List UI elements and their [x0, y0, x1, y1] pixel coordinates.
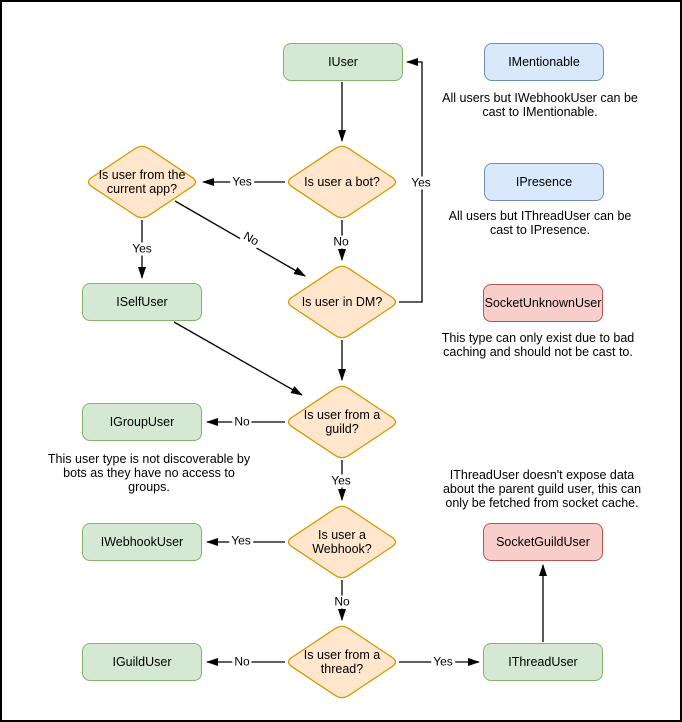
- note-ipresence: All users but IThreadUser can be cast to…: [448, 209, 632, 237]
- edge-label-dm-yes: Yes: [409, 175, 433, 190]
- edge-label-guild-no: No: [232, 414, 252, 429]
- edge-label-thread-no: No: [232, 654, 252, 669]
- decision-is-dm-label: Is user in DM?: [301, 295, 383, 309]
- node-iselfuser: ISelfUser: [82, 283, 202, 321]
- node-socketguilduser: SocketGuildUser: [483, 523, 603, 561]
- node-socketunknownuser: SocketUnknownUser: [483, 284, 603, 322]
- decision-is-current-app-label: Is user from the current app?: [98, 168, 186, 196]
- node-ipresence: IPresence: [484, 163, 604, 201]
- decision-is-guild-label: Is user from a guild?: [303, 408, 381, 436]
- edge-label-bot-no: No: [331, 234, 351, 249]
- edge-label-webhook-no: No: [332, 594, 352, 609]
- node-iuser: IUser: [283, 43, 403, 81]
- edge-iselfuser-to-isguild: [173, 321, 303, 396]
- edge-label-guild-yes: Yes: [329, 473, 353, 488]
- node-igroupuser: IGroupUser: [82, 403, 202, 441]
- note-socketunknownuser: This type can only exist due to bad cach…: [441, 331, 635, 359]
- edge-label-current-app-yes: Yes: [130, 241, 154, 256]
- node-imentionable: IMentionable: [484, 43, 604, 81]
- node-ithreaduser: IThreadUser: [483, 643, 603, 681]
- decision-is-webhook-label: Is user a Webhook?: [312, 528, 372, 556]
- note-igroupuser: This user type is not discoverable by bo…: [47, 452, 251, 494]
- edge-label-webhook-yes: Yes: [229, 533, 253, 548]
- decision-is-thread-label: Is user from a thread?: [303, 648, 381, 676]
- node-iguilduser: IGuildUser: [82, 643, 202, 681]
- note-socketguilduser: IThreadUser doesn't expose data about th…: [442, 468, 642, 510]
- decision-is-bot-label: Is user a bot?: [304, 175, 380, 189]
- node-iwebhookuser: IWebhookUser: [82, 523, 202, 561]
- edge-label-thread-yes: Yes: [431, 654, 455, 669]
- edge-label-bot-yes: Yes: [230, 174, 254, 189]
- note-imentionable: All users but IWebhookUser can be cast t…: [442, 91, 638, 119]
